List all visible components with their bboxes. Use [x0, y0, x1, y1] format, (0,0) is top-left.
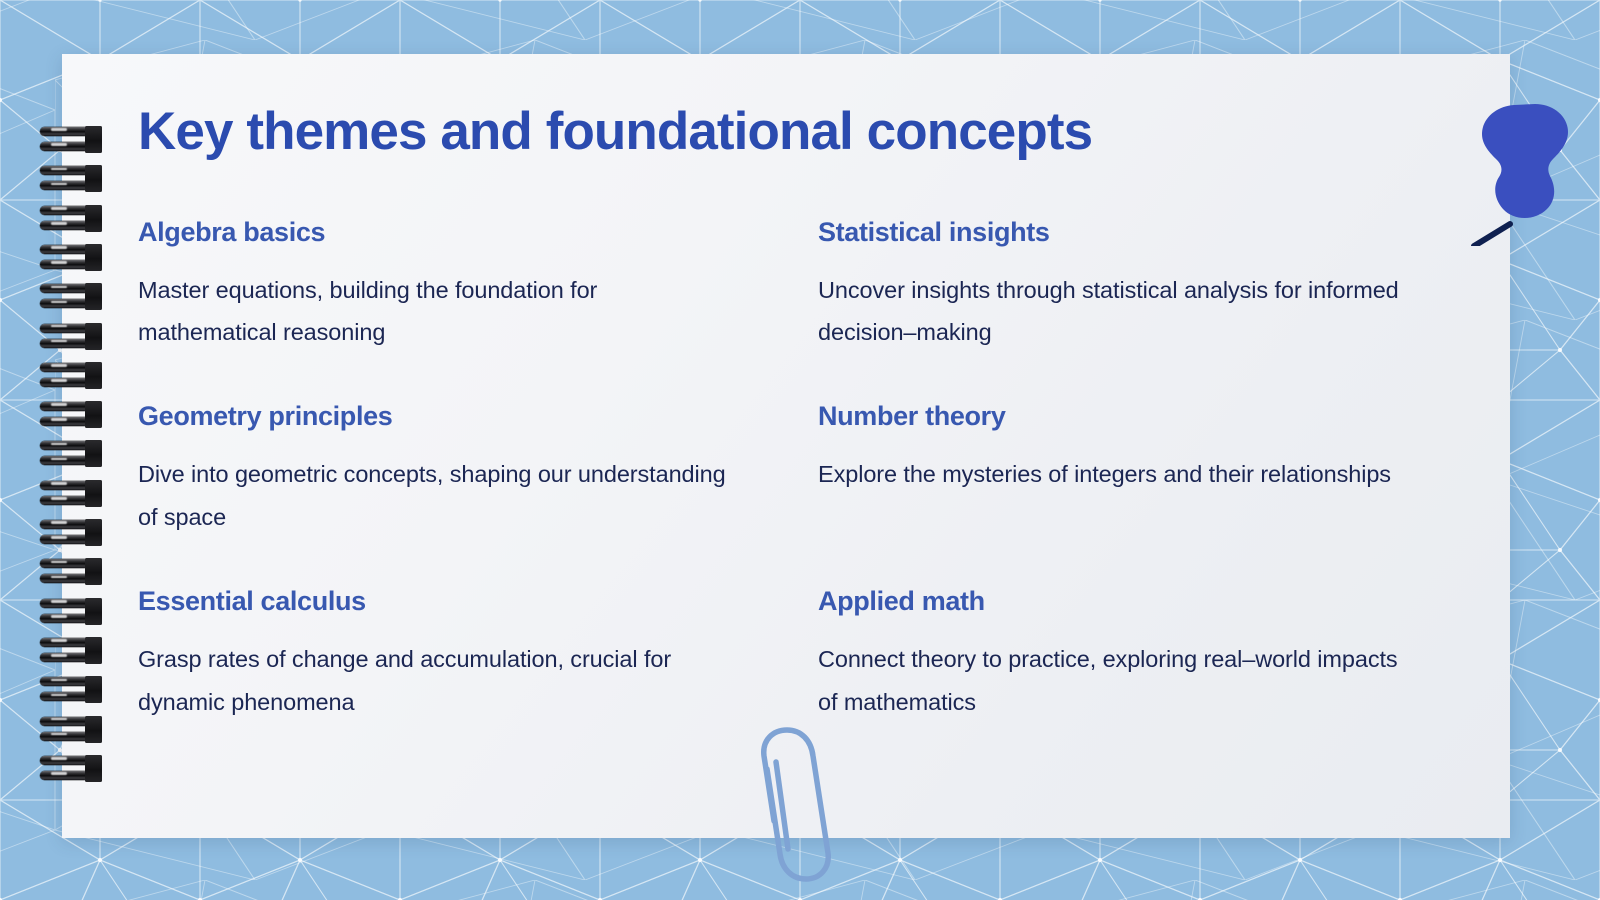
topic-statistical-insights: Statistical insights Uncover insights th… [818, 217, 1418, 355]
topic-heading: Number theory [818, 401, 1006, 432]
topic-body: Connect theory to practice, exploring re… [818, 645, 1398, 715]
topic-heading: Applied math [818, 585, 985, 616]
topic-heading: Essential calculus [138, 585, 366, 616]
topics-grid: Algebra basics Master equations, buildin… [138, 217, 1450, 724]
card-content: Key themes and foundational concepts Alg… [138, 76, 1450, 838]
topic-applied-math: Applied math Connect theory to practice,… [818, 586, 1418, 724]
topic-algebra-basics: Algebra basics Master equations, buildin… [138, 217, 738, 355]
topic-body: Dive into geometric concepts, shaping ou… [138, 461, 726, 531]
topic-number-theory: Number theory Explore the mysteries of i… [818, 401, 1418, 539]
topic-geometry-principles: Geometry principles Dive into geometric … [138, 401, 738, 539]
topic-body: Master equations, building the foundatio… [138, 276, 598, 346]
page-title: Key themes and foundational concepts [138, 102, 1093, 161]
topic-heading: Geometry principles [138, 401, 393, 432]
topic-heading: Algebra basics [138, 216, 326, 247]
topic-heading: Statistical insights [818, 216, 1050, 247]
notepaper-card: Key themes and foundational concepts Alg… [62, 54, 1510, 838]
topic-body: Uncover insights through statistical ana… [818, 276, 1399, 346]
topic-body: Explore the mysteries of integers and th… [818, 461, 1391, 488]
topic-body: Grasp rates of change and accumulation, … [138, 645, 672, 715]
topic-essential-calculus: Essential calculus Grasp rates of change… [138, 586, 738, 724]
